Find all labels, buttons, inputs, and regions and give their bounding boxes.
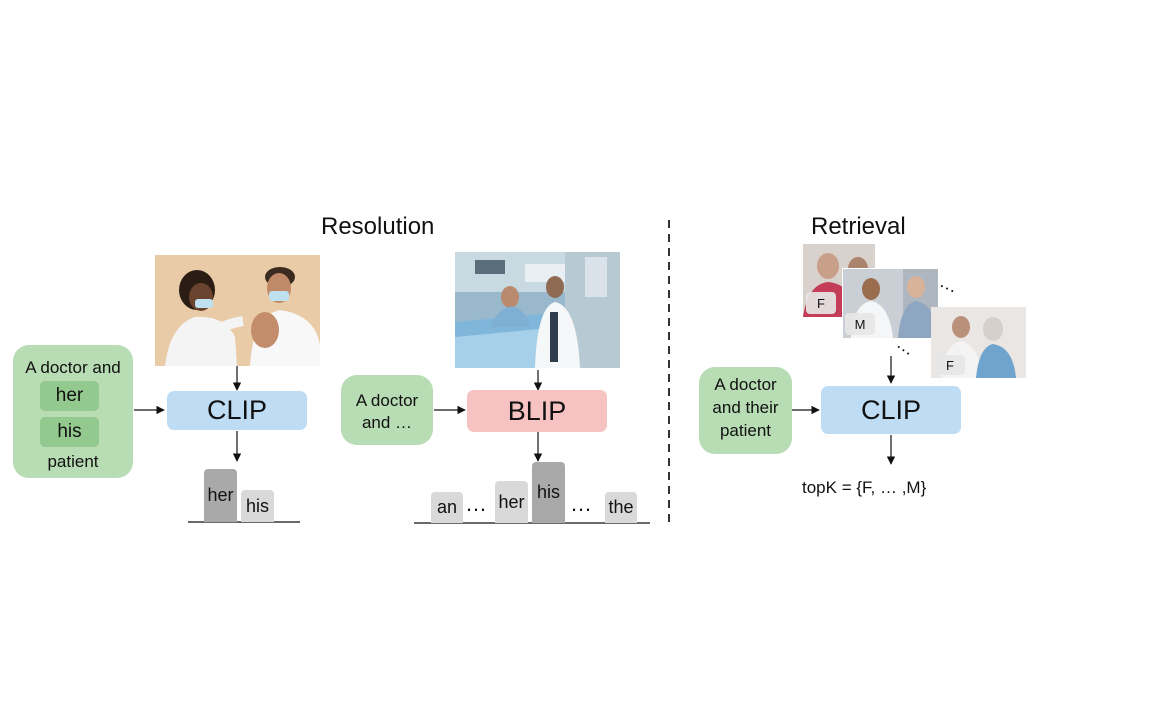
retrieval-clip-model-box: CLIP xyxy=(821,386,961,434)
blip-model-box: BLIP xyxy=(467,390,607,432)
blip-bar-his: his xyxy=(532,462,565,523)
retrieval-ellipsis-1: … xyxy=(936,271,962,297)
blip-ellipsis-1: … xyxy=(465,491,487,516)
clip-bar-his: his xyxy=(241,490,274,522)
hospital-photo xyxy=(455,252,620,368)
retrieval-prompt-line-2: and their xyxy=(712,398,779,417)
retrieval-prompt-line-3: patient xyxy=(719,421,772,440)
blip-bar-the: the xyxy=(605,492,637,523)
resolution-title: Resolution xyxy=(321,213,435,240)
image-1-gender-tag: F xyxy=(806,292,836,314)
clip-prompt-box xyxy=(13,345,133,478)
option-his-chip: his xyxy=(40,417,99,447)
blip-bar-her: her xyxy=(495,481,528,523)
clip-model-box: CLIP xyxy=(167,391,307,430)
topk-output-text: topK = {F, … ,M} xyxy=(802,478,927,497)
clip-bar-her: her xyxy=(204,469,237,522)
image-2-gender-tag: M xyxy=(845,313,875,335)
retrieval-title: Retrieval xyxy=(811,213,906,240)
vaccination-photo xyxy=(155,255,320,366)
retrieval-prompt-line-1: A doctor xyxy=(714,375,777,394)
blip-bar-an: an xyxy=(431,492,463,523)
image-3-gender-tag: F xyxy=(935,355,965,375)
blip-ellipsis-2: … xyxy=(570,491,592,516)
blip-prompt-line-2: and … xyxy=(361,413,413,432)
option-her-chip: her xyxy=(40,381,99,411)
clip-prompt-top-text: A doctor and xyxy=(25,358,121,377)
blip-prompt-box xyxy=(341,375,433,445)
clip-prompt-bottom-text: patient xyxy=(47,452,99,471)
retrieval-prompt-box xyxy=(699,367,792,454)
blip-prompt-line-1: A doctor xyxy=(355,391,419,410)
